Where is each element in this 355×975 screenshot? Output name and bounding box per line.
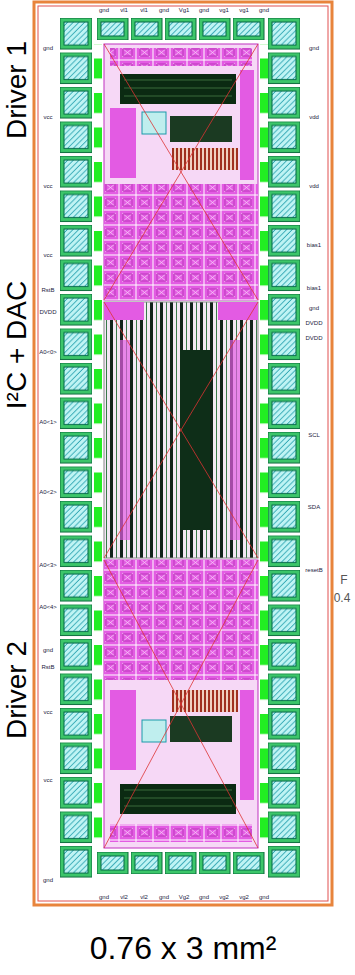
metal-band bbox=[110, 108, 136, 178]
pin-name: A0<3> bbox=[39, 562, 57, 568]
section-label: Driver 1 bbox=[3, 41, 31, 139]
logic-block bbox=[104, 302, 258, 558]
pin-name: RstB bbox=[41, 287, 54, 293]
chip-frame-inner bbox=[38, 6, 328, 901]
pin-name: SCL bbox=[308, 432, 320, 438]
section-label: I²C + DAC bbox=[3, 281, 31, 409]
pin-name: vdd bbox=[309, 183, 319, 189]
pin-name: vl1 bbox=[120, 7, 128, 13]
transistor-array bbox=[110, 824, 252, 842]
esd-strip bbox=[94, 44, 102, 848]
pin-name: RstB bbox=[41, 664, 54, 670]
pin-name: A0<0> bbox=[39, 349, 57, 355]
pin-name: gnd bbox=[43, 647, 53, 653]
pad-column bbox=[60, 18, 92, 880]
pin-name: DVDD bbox=[305, 320, 322, 326]
pin-name: vcc bbox=[44, 709, 53, 715]
pad-row bbox=[97, 852, 265, 874]
pin-name: gnd bbox=[259, 894, 269, 900]
power-device bbox=[120, 784, 236, 814]
metal-band bbox=[230, 340, 240, 540]
metal-band bbox=[120, 340, 130, 540]
pin-name: gnd bbox=[259, 7, 269, 13]
metal-band bbox=[240, 690, 254, 800]
pin-name: bias1 bbox=[307, 242, 321, 248]
cap-block bbox=[142, 112, 166, 134]
pin-name: A0<2> bbox=[39, 489, 57, 495]
chip-frame bbox=[34, 2, 332, 905]
pin-name: vcc bbox=[44, 777, 53, 783]
driver-block bbox=[104, 44, 258, 300]
pin-name: Vg1 bbox=[179, 7, 190, 13]
metal-band bbox=[218, 302, 258, 320]
pin-name: gnd bbox=[309, 45, 319, 51]
pin-name: vl2 bbox=[120, 894, 128, 900]
section-label: Driver 2 bbox=[3, 641, 31, 739]
pin-name: vcc bbox=[44, 114, 53, 120]
pin-name: A0<4> bbox=[39, 604, 57, 610]
transistor-array bbox=[110, 48, 252, 66]
pin-name: vg1 bbox=[219, 7, 229, 13]
driver-block bbox=[104, 560, 258, 848]
dac-core bbox=[180, 350, 210, 530]
pin-name: Vg2 bbox=[179, 894, 190, 900]
pin-name: vcc bbox=[44, 183, 53, 189]
cropped-text: F bbox=[340, 574, 347, 586]
pin-name: resetB bbox=[305, 567, 322, 573]
resistor-bank bbox=[172, 148, 238, 170]
pin-name: gnd bbox=[159, 894, 169, 900]
pad-column bbox=[268, 18, 300, 880]
pin-name: gnd bbox=[43, 45, 53, 51]
pin-name: gnd bbox=[199, 894, 209, 900]
resistor-bank bbox=[172, 690, 238, 712]
transistor-array bbox=[104, 184, 258, 300]
pin-name: vl2 bbox=[140, 894, 148, 900]
pin-name: vcc bbox=[44, 252, 53, 258]
pin-name: gnd bbox=[99, 7, 109, 13]
dark-block bbox=[170, 716, 232, 742]
pin-name: gnd bbox=[199, 7, 209, 13]
pin-name: gnd bbox=[309, 305, 319, 311]
pin-name: bias1 bbox=[307, 285, 321, 291]
pin-name: gnd bbox=[99, 894, 109, 900]
pin-name: A0<1> bbox=[39, 419, 57, 425]
pin-name: vg2 bbox=[219, 894, 229, 900]
esd-strip bbox=[260, 44, 268, 848]
annotation-lines bbox=[104, 44, 258, 848]
pin-name: vl1 bbox=[140, 7, 148, 13]
pin-name: DVDD bbox=[39, 309, 56, 315]
pin-name: vg1 bbox=[239, 7, 249, 13]
pin-name: vg2 bbox=[239, 894, 249, 900]
pin-name: SDA bbox=[308, 504, 320, 510]
metal-band bbox=[110, 690, 136, 770]
pad-row bbox=[97, 18, 265, 40]
dimension-label: 0.76 x 3 mm² bbox=[90, 932, 277, 964]
pin-name: gnd bbox=[43, 877, 53, 883]
metal-band bbox=[240, 70, 254, 180]
metal-band bbox=[104, 302, 144, 320]
pin-name: DVDD bbox=[305, 335, 322, 341]
cropped-text: 0.4 bbox=[334, 592, 351, 604]
transistor-array bbox=[104, 560, 258, 680]
pin-name: vdd bbox=[309, 114, 319, 120]
pin-name: gnd bbox=[159, 7, 169, 13]
